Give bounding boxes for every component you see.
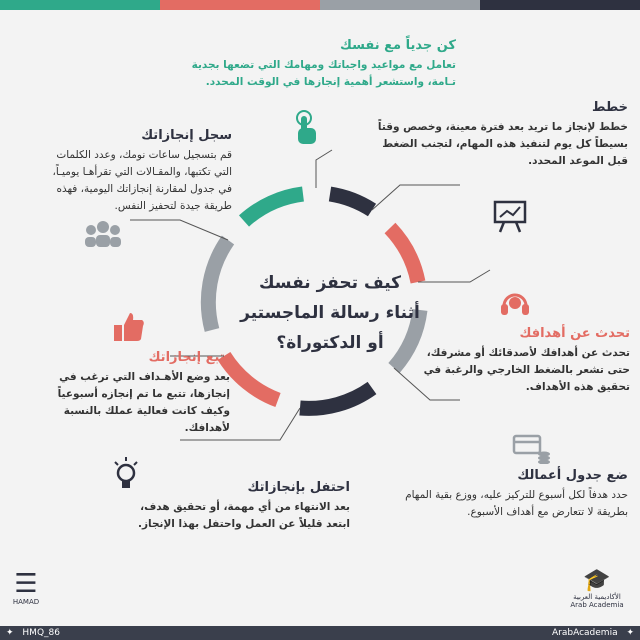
center-title: كيف تحفز نفسك أثناء رسالة الماجستير أو ا… [230, 268, 430, 358]
arab-academia-logo: 🎓 الأكاديمية العربية Arab Academia [562, 568, 632, 609]
tip-record-title: سجل إنجازاتك [141, 128, 232, 143]
connector-talk [418, 269, 491, 283]
tip-record-body: قم بتسجيل ساعات نومك، وعدد الكلمات التي … [52, 149, 232, 212]
presentation-board-icon [493, 200, 527, 233]
tip-talk-body: تحدث عن أهدافك لأصدقائك أو مشرفك، حتى تش… [423, 347, 630, 393]
headset-icon [501, 293, 529, 315]
footer-right-handle[interactable]: ArabAcademia ✦ [540, 628, 640, 638]
arab-academia-en: Arab Academia [570, 601, 624, 609]
tip-serious: كن جدياً مع نفسك تعامل مع مواعيد واجباتك… [160, 38, 456, 91]
tip-serious-title: كن جدياً مع نفسك [340, 38, 456, 53]
tip-schedule-title: ضع جدول أعمالك [517, 468, 628, 483]
hamad-logo-text: HAMAD [12, 598, 40, 606]
center-title-line1: كيف تحفز نفسك [258, 273, 402, 293]
tip-plan: خطط خطط لإنجاز ما تريد بعد فترة معينة، و… [372, 100, 628, 170]
footer-bar: ✦ HMQ_86 ArabAcademia ✦ [0, 626, 640, 640]
connector-celeb [180, 407, 301, 441]
ring-seg-gray-left [200, 235, 235, 332]
tip-follow: تتبع إنجازاتك بعد وضع الأهـداف التي ترغب… [42, 350, 230, 437]
ring-seg-red-left [217, 351, 281, 408]
tip-celebrate-body: بعد الانتهاء من أي مهمة، أو تحقيق هدف، ا… [137, 501, 350, 530]
lightbulb-icon [114, 457, 138, 488]
tip-talk-title: تحدث عن أهدافك [519, 326, 630, 341]
tip-celebrate-title: احتفل بإنجازاتك [247, 480, 350, 495]
center-title-line3: أو الدكتوراة؟ [276, 333, 384, 353]
tip-plan-title: خطط [592, 100, 628, 115]
ring-seg-dark-top [328, 186, 377, 217]
tip-schedule-body: حدد هدفاً لكل أسبوع للتركيز عليه، ووزع ب… [405, 489, 628, 518]
footer-left-text: HMQ_86 [22, 628, 60, 638]
tip-schedule: ضع جدول أعمالك حدد هدفاً لكل أسبوع للترك… [400, 468, 628, 521]
connector-top [315, 149, 333, 188]
connector-plan [371, 184, 460, 211]
connector-record [130, 219, 229, 241]
people-group-icon [85, 221, 121, 247]
thumbs-up-icon [114, 313, 144, 341]
ring-seg-gray-right [388, 308, 428, 373]
top-color-bar [0, 0, 640, 10]
ring-seg-red-right [384, 222, 426, 284]
hamad-logo-mark: ☰ [14, 569, 38, 599]
money-card-icon [512, 434, 550, 464]
tip-serious-body: تعامل مع مواعيد واجباتك ومهامك التي تضعه… [191, 59, 456, 88]
connector-sched [393, 367, 460, 401]
tip-plan-body: خطط لإنجاز ما تريد بعد فترة معينة، وخصص … [377, 121, 628, 167]
tip-talk: تحدث عن أهدافك تحدث عن أهدافك لأصدقائك أ… [420, 326, 630, 396]
tip-celebrate: احتفل بإنجازاتك بعد الانتهاء من أي مهمة،… [120, 480, 350, 533]
graduation-cap-icon: 🎓 [583, 568, 611, 593]
pointer-hand-icon [296, 110, 316, 144]
footer-left-handle[interactable]: ✦ HMQ_86 [0, 628, 72, 638]
tip-follow-body: بعد وضع الأهـداف التي ترغب في إنجازها، ت… [57, 371, 230, 434]
tip-record: سجل إنجازاتك قم بتسجيل ساعات نومك، وعدد … [42, 128, 232, 215]
footer-right-text: ArabAcademia [552, 628, 618, 638]
arab-academia-ar: الأكاديمية العربية [573, 593, 621, 601]
hamad-logo: ☰ HAMAD [6, 570, 46, 606]
ring-seg-teal [238, 186, 305, 227]
tip-follow-title: تتبع إنجازاتك [148, 350, 230, 365]
center-title-line2: أثناء رسالة الماجستير [240, 303, 420, 323]
ring-seg-dark-bottom [299, 381, 377, 416]
